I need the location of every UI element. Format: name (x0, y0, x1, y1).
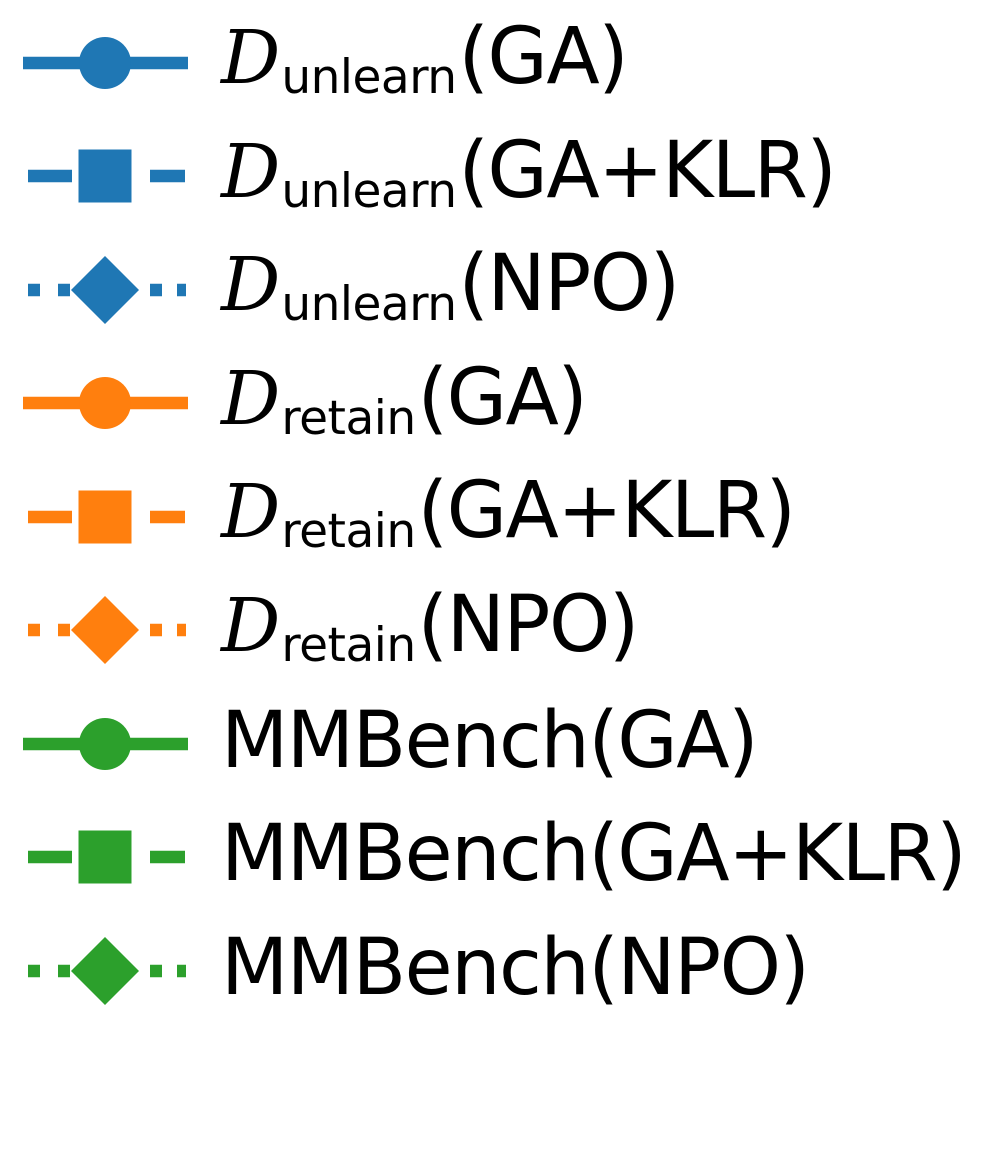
legend-item-1: Dunlearn(GA+KLR) (0, 120, 965, 234)
legend-label: Dunlearn(GA+KLR) (221, 128, 837, 215)
legend-line-marker-sample (28, 596, 186, 665)
dataset-symbol: D (221, 582, 281, 669)
legend-line-marker-sample (28, 255, 186, 324)
circle-marker-icon (79, 377, 131, 430)
method-suffix: (GA+KLR) (458, 125, 836, 216)
diamond-marker-icon (71, 596, 139, 665)
dataset-symbol: D (221, 128, 281, 215)
dataset-subscript: retain (281, 390, 416, 446)
legend-label: Dunlearn(GA) (221, 15, 629, 102)
diamond-marker-icon (71, 936, 139, 1005)
method-suffix: (NPO) (458, 239, 680, 330)
legend-line-marker-sample (28, 936, 186, 1005)
legend-label: MMBench(GA+KLR) (221, 809, 967, 900)
legend-item-0: Dunlearn(GA) (0, 6, 965, 120)
legend-item-3: Dretain(GA) (0, 347, 965, 461)
legend-item-4: Dretain(GA+KLR) (0, 460, 965, 574)
legend-item-7: MMBench(GA+KLR) (0, 801, 967, 915)
legend-item-5: Dretain(NPO) (0, 574, 965, 688)
square-marker-icon (78, 149, 132, 203)
chart-legend: Dunlearn(GA) Dunlearn(GA+KLR) Dunlearn(N… (0, 6, 967, 1028)
dataset-symbol: D (221, 355, 281, 442)
legend-item-2: Dunlearn(NPO) (0, 233, 965, 347)
legend-label: Dunlearn(NPO) (221, 242, 680, 329)
legend-item-6: MMBench(GA) (0, 687, 965, 801)
dataset-symbol: D (221, 15, 281, 102)
legend-label: Dretain(GA) (221, 355, 588, 442)
diamond-marker-icon (71, 255, 139, 324)
legend-line-marker-sample (28, 149, 185, 203)
legend-line-marker-sample (23, 377, 188, 430)
method-suffix: (GA) (458, 12, 628, 103)
dataset-subscript: retain (281, 504, 416, 560)
method-suffix: (GA+KLR) (417, 466, 796, 557)
legend-label: MMBench(GA) (221, 695, 759, 786)
legend-label: Dretain(GA+KLR) (221, 469, 796, 556)
dataset-subscript: unlearn (281, 50, 457, 106)
method-suffix: (GA) (417, 352, 588, 443)
circle-marker-icon (79, 717, 131, 770)
legend-label: Dretain(NPO) (221, 582, 639, 669)
method-suffix: (NPO) (417, 579, 640, 670)
legend-line-marker-sample (28, 490, 185, 544)
dataset-symbol: D (221, 469, 281, 556)
dataset-subscript: unlearn (281, 277, 457, 333)
legend-line-marker-sample (23, 36, 188, 89)
legend-item-8: MMBench(NPO) (0, 914, 965, 1028)
circle-marker-icon (79, 36, 131, 89)
dataset-symbol: D (221, 242, 281, 329)
legend-line-marker-sample (28, 830, 185, 884)
dataset-subscript: retain (281, 617, 416, 673)
dataset-subscript: unlearn (281, 163, 457, 219)
square-marker-icon (78, 830, 132, 884)
square-marker-icon (78, 490, 132, 544)
legend-line-marker-sample (23, 717, 188, 770)
legend-label: MMBench(NPO) (221, 922, 810, 1013)
